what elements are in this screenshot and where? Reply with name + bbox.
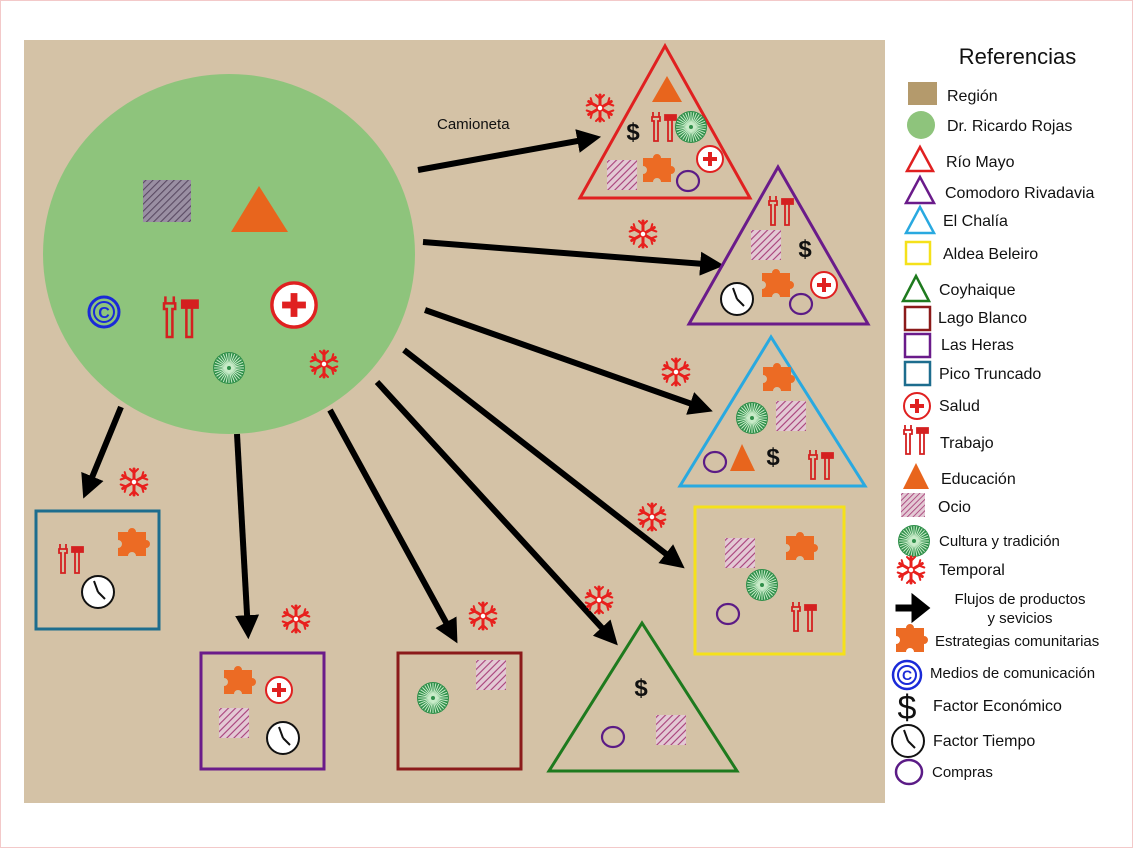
arrow-comodoro bbox=[422, 239, 725, 276]
chalia-node: $ bbox=[677, 334, 868, 488]
legend-rojas-swatch bbox=[907, 111, 935, 139]
legend-region-swatch bbox=[908, 82, 937, 105]
heras-node bbox=[199, 651, 326, 771]
svg-text:C: C bbox=[902, 667, 912, 683]
svg-text:$: $ bbox=[626, 119, 640, 146]
arrow-lago bbox=[327, 408, 458, 644]
svg-text:$: $ bbox=[898, 689, 917, 727]
comodoro-node: $ bbox=[686, 163, 871, 326]
legend-label-comodoro: Comodoro Rivadavia bbox=[945, 185, 1095, 202]
legend-label-educacion: Educación bbox=[941, 471, 1016, 488]
svg-text:$: $ bbox=[634, 675, 648, 702]
legend-label-ocio: Ocio bbox=[938, 499, 971, 516]
media-icon: C bbox=[87, 295, 121, 329]
education-icon bbox=[231, 186, 288, 232]
legend-label-rojas: Dr. Ricardo Rojas bbox=[947, 118, 1073, 135]
legend-label-temporal: Temporal bbox=[939, 562, 1005, 579]
legend-label-salud: Salud bbox=[939, 398, 980, 415]
arrow-aldea bbox=[402, 347, 685, 569]
temporal-icon bbox=[119, 467, 149, 497]
legend-label-flujos: Flujos de productos y sevicios bbox=[954, 591, 1086, 627]
temporal-icon bbox=[628, 219, 658, 249]
arrow-coyhaique bbox=[374, 379, 618, 646]
rio-mayo-node: $ bbox=[577, 42, 753, 200]
legend-label-economico: Factor Económico bbox=[933, 698, 1062, 715]
temporal-icon bbox=[637, 502, 667, 532]
legend-label-tiempo: Factor Tiempo bbox=[933, 733, 1036, 750]
svg-text:$: $ bbox=[798, 236, 812, 263]
arrow-rio-mayo bbox=[417, 129, 602, 173]
aldea-node bbox=[693, 505, 846, 656]
svg-text:$: $ bbox=[766, 444, 780, 471]
leisure-icon bbox=[143, 180, 191, 222]
legend-label-coyhaique: Coyhaique bbox=[939, 282, 1016, 299]
temporal-icon bbox=[661, 357, 691, 387]
rojas-node: C bbox=[43, 74, 415, 434]
legend-label-compras: Compras bbox=[932, 764, 993, 781]
arrow-heras bbox=[234, 433, 260, 640]
legend-label-cultura: Cultura y tradición bbox=[939, 533, 1060, 550]
legend-label-estrategias: Estrategias comunitarias bbox=[935, 633, 1100, 650]
flow-label: Camioneta bbox=[437, 116, 510, 133]
legend-label-heras: Las Heras bbox=[941, 337, 1014, 354]
temporal-icon bbox=[585, 93, 615, 123]
temporal-icon bbox=[584, 585, 614, 615]
legend-title: Referencias bbox=[958, 44, 1077, 69]
arrow-chalia bbox=[424, 307, 713, 415]
legend-label-pico: Pico Truncado bbox=[939, 366, 1042, 383]
legend-label-rio-mayo: Río Mayo bbox=[946, 154, 1015, 171]
temporal-icon bbox=[281, 604, 311, 634]
culture-icon bbox=[212, 351, 246, 385]
legend-label-lago: Lago Blanco bbox=[938, 310, 1027, 327]
arrow-pico bbox=[81, 405, 124, 499]
lago-node bbox=[396, 651, 523, 771]
legend-label-chalia: El Chalía bbox=[943, 213, 1008, 230]
legend-label-medios: Medios de comunicación bbox=[930, 665, 1096, 682]
legend-symbols: C $ bbox=[891, 82, 937, 786]
svg-text:C: C bbox=[98, 305, 110, 322]
flow-arrows bbox=[81, 129, 725, 646]
coyhaique-node: $ bbox=[546, 620, 740, 773]
legend-label-aldea: Aldea Beleiro bbox=[943, 246, 1039, 263]
pico-node bbox=[34, 509, 161, 631]
legend-label-region: Región bbox=[947, 88, 998, 105]
temporal-icon bbox=[468, 601, 498, 631]
legend-label-trabajo: Trabajo bbox=[940, 435, 994, 452]
health-icon bbox=[270, 281, 318, 329]
